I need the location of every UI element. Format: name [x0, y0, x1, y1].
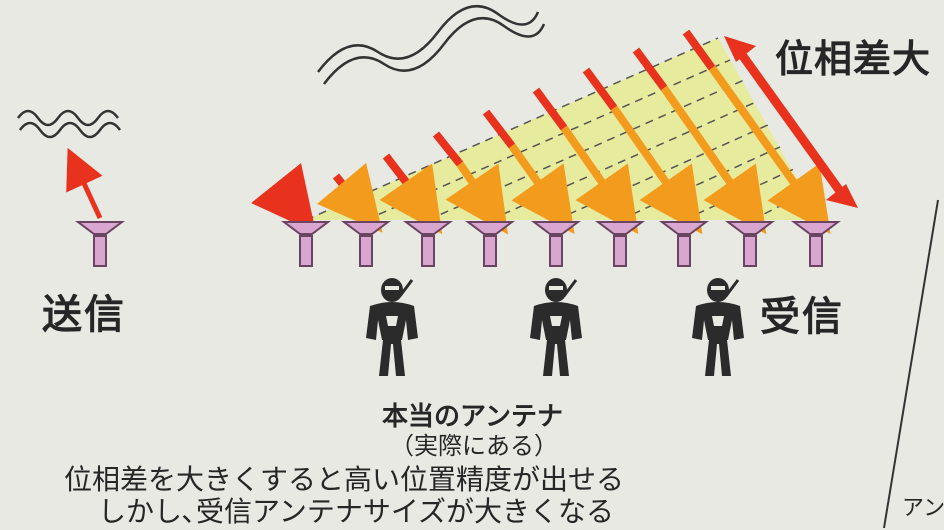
incoming-wave-icon: [317, 4, 546, 85]
transmit-label: 送信: [42, 292, 126, 338]
receive-antenna: [283, 221, 329, 267]
receive-antenna: [343, 221, 389, 267]
phase-difference-arrow: [724, 36, 858, 208]
incoming-arrow: [482, 109, 516, 149]
transmit-arrow: [66, 147, 103, 220]
incoming-arrow: [382, 153, 410, 185]
receive-antenna: [793, 221, 839, 267]
incoming-arrow: [582, 67, 618, 111]
transmit-wave-icon: [16, 109, 122, 139]
receive-antenna: [467, 221, 513, 267]
receive-antenna-array: [283, 221, 839, 267]
incoming-arrow: [332, 173, 356, 199]
transmit-antenna: [77, 221, 123, 267]
incoming-arrow: [251, 163, 316, 233]
panel-divider: [883, 199, 939, 528]
receive-antenna: [661, 221, 707, 267]
ninja-figure: [364, 276, 420, 378]
caption-line-1: 位相差を大きくすると高い位置精度が出せる: [64, 463, 625, 496]
edge-text-fragment: アン: [902, 496, 944, 521]
receive-antenna: [533, 221, 579, 267]
incoming-arrow: [632, 47, 668, 91]
ninja-figure: [690, 276, 746, 378]
receive-antenna: [597, 221, 643, 267]
ninja-figure: [528, 276, 584, 378]
true-antenna-label: 本当のアンテナ: [382, 402, 563, 432]
incoming-arrow: [432, 131, 464, 167]
incoming-arrow: [682, 29, 716, 71]
receive-label: 受信: [760, 294, 844, 340]
caption-line-2: しかし､受信アンテナサイズが大きくなる: [98, 495, 615, 528]
phase-difference-label: 位相差大: [775, 37, 932, 81]
true-antenna-sublabel: （実際にある）: [390, 432, 558, 460]
incoming-arrows: [251, 29, 831, 235]
receive-antenna: [727, 221, 773, 267]
receive-antenna: [405, 221, 451, 267]
incoming-arrow: [532, 87, 568, 131]
